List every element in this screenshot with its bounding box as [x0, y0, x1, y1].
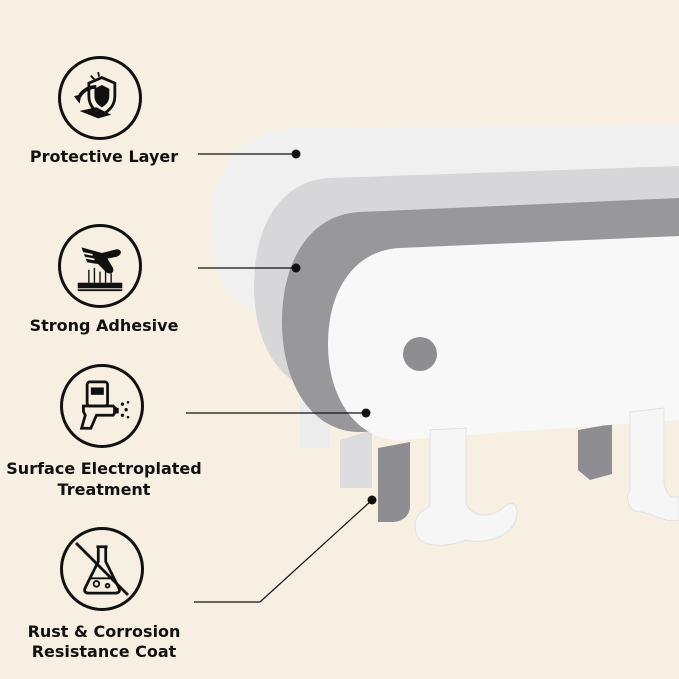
front-hook-left [414, 427, 518, 546]
feature-label-electroplated-line1: Surface Electroplated [6, 459, 202, 478]
feature-label-adhesive: Strong Adhesive [29, 316, 179, 335]
front-hook-right [627, 407, 679, 522]
leader-line-rust [194, 499, 373, 603]
front-plate-shape [328, 236, 679, 440]
shield-icon [58, 56, 142, 140]
feature-label-electroplated-line2: Treatment [57, 480, 151, 499]
feature-label-rust-line2: Resistance Coat [31, 642, 177, 661]
leader-dot-adhesive [291, 263, 301, 273]
spray-gun-icon [60, 364, 144, 448]
no-chemical-flask-icon [60, 527, 144, 611]
adhesive-hand-icon [58, 224, 142, 308]
feature-label-rust-line1: Rust & Corrosion [27, 622, 181, 641]
adhesive-layer-hook [340, 430, 372, 488]
feature-label-protective: Protective Layer [29, 147, 179, 166]
screw-hole [403, 337, 437, 371]
leader-dot-rust [367, 495, 377, 505]
leader-dot-protective [291, 149, 301, 159]
leader-dot-electroplated [361, 408, 371, 418]
electroplated-layer-hook-left [378, 442, 410, 522]
electroplated-layer-hook-right [578, 424, 612, 480]
